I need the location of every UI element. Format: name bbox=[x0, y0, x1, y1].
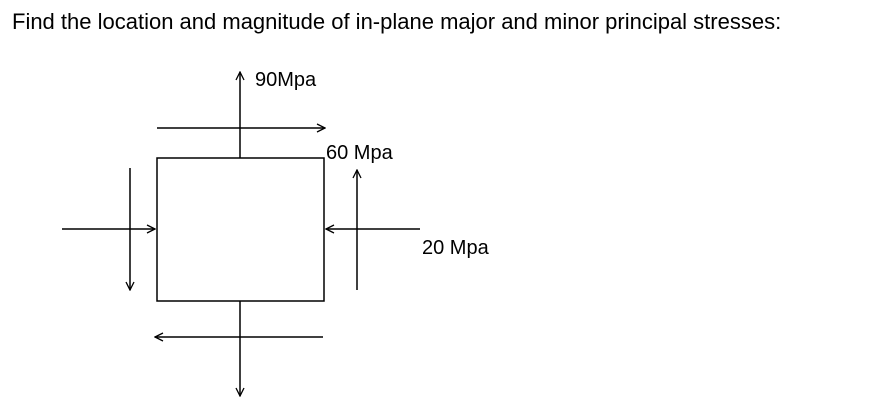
top-normal-stress-label: 90Mpa bbox=[255, 69, 317, 91]
question-text: Find the location and magnitude of in-pl… bbox=[12, 9, 782, 34]
shear-stress-label: 60 Mpa bbox=[326, 142, 393, 164]
side-normal-stress-label: 20 Mpa bbox=[422, 237, 489, 259]
stress-element-square bbox=[156, 157, 325, 302]
